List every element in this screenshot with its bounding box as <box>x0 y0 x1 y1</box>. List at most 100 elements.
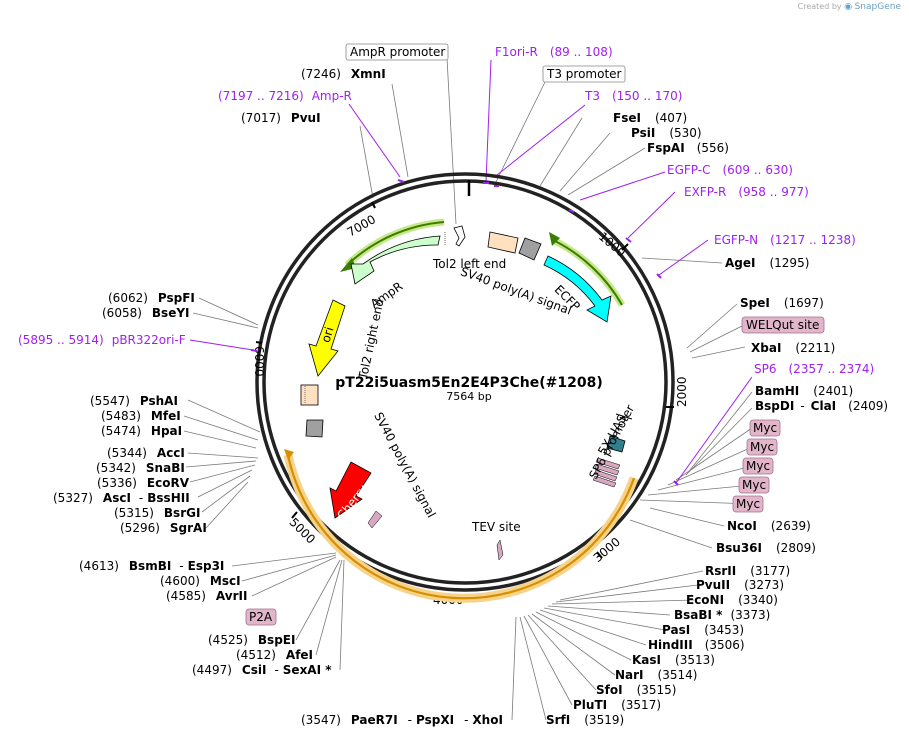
primer-marks <box>250 179 679 486</box>
site-afei-pos: (4512) <box>236 648 276 662</box>
site-fspai-pos: (556) <box>697 141 729 155</box>
site-agei-pos: (1295) <box>769 256 809 270</box>
site-msci-name: MscI <box>210 574 241 588</box>
site-hpai-pos: (5474) <box>101 424 141 438</box>
site-xmni: (7246) XmnI <box>301 67 386 81</box>
site-econi: EcoNI(3340) <box>686 593 778 607</box>
site-asci-name: AscI <box>103 491 131 505</box>
snapgene-logo: ◉ <box>844 2 853 12</box>
site-ncoi-pos: (2639) <box>771 519 811 533</box>
site-msci-pos: (4600) <box>160 574 200 588</box>
site-hindiii-pos: (3506) <box>705 638 745 652</box>
site-psii: PsiI(530) <box>631 126 702 140</box>
site-ncoi-name: NcoI <box>727 519 757 533</box>
site-msci: (4600) MscI <box>160 574 241 588</box>
label-myc-2: Myc <box>750 440 774 454</box>
feature-ampr <box>350 235 441 285</box>
site-csii-pos: (4497) <box>192 663 232 677</box>
site-bsrgi-name: BsrGI <box>164 506 201 520</box>
site-avrii-name: AvrII <box>216 589 248 603</box>
site-spei: SpeI(1697) <box>740 296 824 310</box>
site-pasi: PasI(3453) <box>662 623 744 637</box>
site-pspfi-pos: (6062) <box>108 291 148 305</box>
box-myc-4 <box>738 476 770 494</box>
site-afei: (4512) AfeI <box>236 648 313 662</box>
primer-pbr322ori-f: (5895 .. 5914)pBR322ori-F <box>18 333 186 347</box>
site-snabi-name: SnaBI <box>146 461 185 475</box>
site-pasi-name: PasI <box>662 623 690 637</box>
site-pspxi-name: PspXI <box>416 713 454 727</box>
site-xhoi-name: XhoI <box>472 713 503 727</box>
site-spei-pos: (1697) <box>784 296 824 310</box>
primer-pbr322ori-f-name: pBR322ori-F <box>112 333 186 347</box>
site-ecorv: (5336)EcoRV <box>97 476 190 490</box>
box-myc-5 <box>732 495 764 513</box>
primer-f1ori-r-name: F1ori-R <box>495 45 538 59</box>
box-myc-3 <box>742 457 774 475</box>
primer-sp6: SP6(2357 .. 2374) <box>754 362 874 376</box>
site-bseyi: (6058)BseYI <box>102 306 190 320</box>
feature-ecfp <box>543 255 612 323</box>
site-clai-name: ClaI <box>811 399 836 413</box>
site-paer7i-name: PaeR7I <box>351 713 398 727</box>
site-pluti: PluTI(3517) <box>573 698 661 712</box>
label-ampr-promoter: AmpR promoter <box>350 45 445 59</box>
feature-sv40-polyA-top <box>518 237 542 261</box>
primer-egfp-c: EGFP-C(609 .. 630) <box>667 163 793 177</box>
site-snabi-pos: (5342) <box>96 461 136 475</box>
site-sexai-name: SexAI * <box>283 663 332 677</box>
site-xmni-name: XmnI <box>351 67 386 81</box>
primer-t3: T3(150 .. 170) <box>584 89 682 103</box>
site-pvuii-pos: (3273) <box>744 578 784 592</box>
label-sv40-polyA-bottom: SV40 poly(A) signal <box>371 410 438 520</box>
leader-lines <box>183 57 753 721</box>
site-pluti-pos: (3517) <box>621 698 661 712</box>
site-xmni-pos: (7246) <box>301 67 341 81</box>
site-paer7i-sep2: - <box>464 713 468 727</box>
primer-exfp-r-range: (958 .. 977) <box>738 185 808 199</box>
site-bsu36i-name: Bsu36I <box>716 541 762 555</box>
site-kasi: KasI(3513) <box>632 653 715 667</box>
site-paer7i: (3547)PaeR7I-PspXI-XhoI <box>301 713 503 727</box>
plasmid-length: 7564 bp <box>446 390 491 403</box>
site-asci-pos: (5327) <box>53 491 93 505</box>
site-fspai-name: FspAI <box>647 141 685 155</box>
tick-2000: 2000 <box>675 376 689 407</box>
primer-f1ori-r-range: (89 .. 108) <box>550 45 613 59</box>
site-bsshii-name: BssHII <box>147 491 189 505</box>
feature-mcherry <box>329 461 372 519</box>
site-srfi-name: SrfI <box>546 713 570 727</box>
site-avrii: (4585)AvrII <box>166 589 247 603</box>
site-agei: AgeI (1295) <box>725 256 809 270</box>
tick-6000: 6000 <box>252 346 266 377</box>
site-bsabi-pos: (3373) <box>730 608 770 622</box>
label-p2a: P2A <box>249 610 273 624</box>
backbone-inner <box>262 179 668 585</box>
site-econi-name: EcoNI <box>686 593 724 607</box>
site-sgrai-name: SgrAI <box>170 521 207 535</box>
site-rsrii-name: RsrII <box>705 564 736 578</box>
site-bseyi-name: BseYI <box>152 306 190 320</box>
site-hpai-name: HpaI <box>151 424 182 438</box>
box-ampr-promoter <box>345 43 449 61</box>
site-agei-name: AgeI <box>725 256 755 270</box>
label-t3-promoter: T3 promoter <box>546 67 622 81</box>
site-pshai-name: PshAI <box>140 394 178 408</box>
sites-name-first: (7246)XmnI (7017)PvuI FseI(407) PsiI(530… <box>241 67 888 727</box>
site-pvuii: PvuII(3273) <box>696 578 784 592</box>
site-fspai: FspAI (556) <box>647 141 729 155</box>
site-afei-name: AfeI <box>286 648 313 662</box>
site-rsrii: RsrII(3177) <box>705 564 790 578</box>
box-welqut-site <box>741 316 825 334</box>
orf-arc-mcherry-arrow <box>284 449 294 460</box>
site-sfoi-pos: (3515) <box>637 683 677 697</box>
primer-exfp-r-name: EXFP-R <box>684 185 726 199</box>
label-ori: ori <box>319 325 337 344</box>
primer-leaders <box>189 59 753 484</box>
primer-f1ori-r: F1ori-R (89 .. 108) <box>495 45 613 59</box>
site-xbai-name: XbaI <box>751 341 781 355</box>
primer-exfp-r: EXFP-R (958 .. 977) <box>684 185 809 199</box>
boxed-labels: AmpR promoter T3 promoter WELQut site My… <box>245 43 825 626</box>
plasmid-name: pT22i5uasm5En2E4P3Che(#1208) <box>335 375 602 391</box>
